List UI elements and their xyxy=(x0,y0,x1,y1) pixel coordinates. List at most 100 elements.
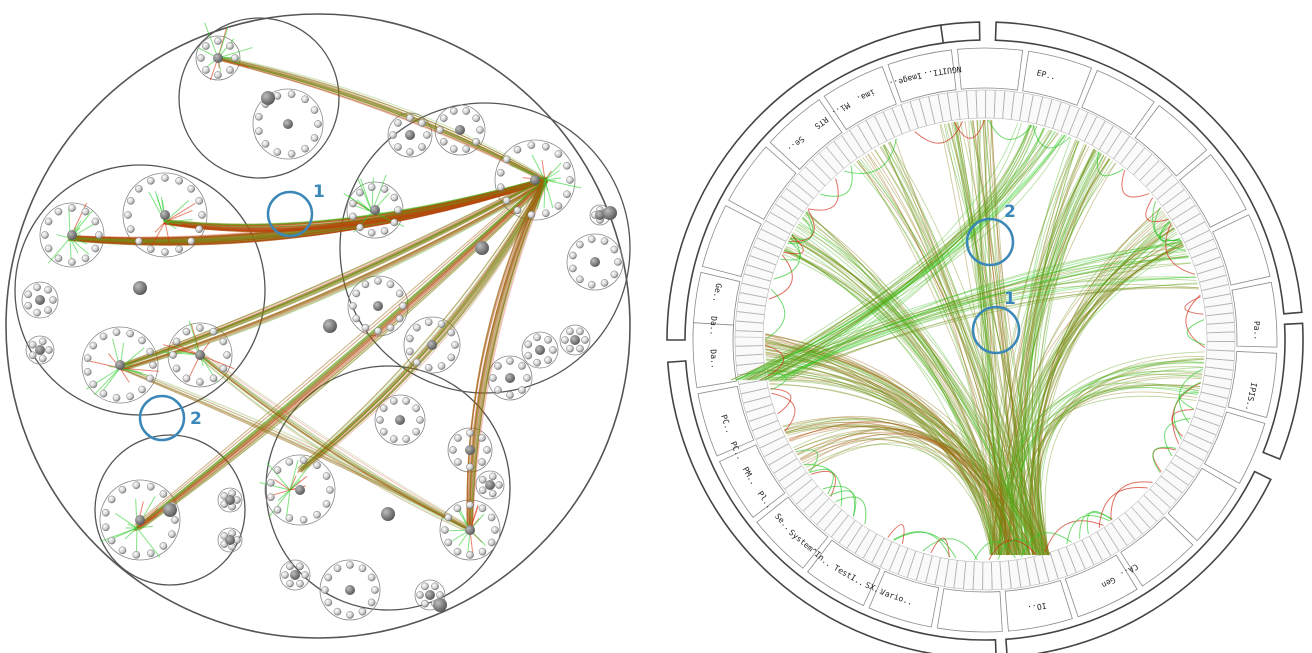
edge xyxy=(119,180,546,370)
leaf-cell xyxy=(745,404,776,422)
radial-edge xyxy=(1037,357,1205,556)
local-edge xyxy=(69,237,72,260)
edge xyxy=(134,180,544,530)
leaf-node xyxy=(472,137,480,146)
radial-edge xyxy=(887,142,1040,556)
sub-cluster-12 xyxy=(494,139,576,221)
radial-edge xyxy=(1039,361,1204,556)
loop-edge xyxy=(764,288,786,340)
edge xyxy=(218,58,547,182)
leaf-node xyxy=(542,142,550,151)
radial-edge xyxy=(1028,246,1185,556)
edge xyxy=(135,176,545,526)
radial-edge xyxy=(764,333,1026,556)
loop-edge xyxy=(1152,200,1186,251)
leaf-cell xyxy=(741,273,772,290)
loop-edge xyxy=(809,468,834,495)
leaf-node xyxy=(135,237,143,245)
radial-edge xyxy=(765,348,1000,556)
sub-cluster-3 xyxy=(39,202,105,268)
leaf-node xyxy=(544,336,552,344)
edge xyxy=(118,176,544,366)
radial-edge xyxy=(959,121,1033,556)
radial-edge xyxy=(1037,227,1175,556)
radial-edge xyxy=(1036,391,1198,556)
hub-node xyxy=(115,360,125,370)
edge xyxy=(466,182,543,533)
loop-edge xyxy=(1044,520,1104,552)
edge xyxy=(469,179,546,530)
leaf-node xyxy=(175,177,183,185)
radial-edge xyxy=(1009,221,1172,556)
edge xyxy=(163,180,544,231)
leaf-node xyxy=(390,218,399,227)
leaf-node xyxy=(506,391,514,399)
radial-edge xyxy=(801,433,1013,556)
leaf-node xyxy=(299,456,308,465)
edge xyxy=(218,59,546,183)
label-band xyxy=(756,496,829,569)
radial-edge xyxy=(1000,140,1078,556)
radial-edge xyxy=(977,120,1003,556)
leaf-node xyxy=(576,275,584,284)
loop-edge xyxy=(808,178,839,211)
edge xyxy=(164,180,545,230)
leaf-node xyxy=(147,177,155,185)
leaf-cell xyxy=(831,514,856,544)
edge xyxy=(164,177,545,225)
radial-edge xyxy=(783,250,1008,556)
leaf-node xyxy=(566,327,574,336)
radial-edge xyxy=(1006,377,1202,556)
leaf-cell xyxy=(746,255,777,274)
cluster-node xyxy=(381,507,395,521)
edge xyxy=(134,182,544,532)
circle-packing-bundle-view: 1 2 xyxy=(5,13,631,639)
radial-edge xyxy=(785,246,1021,556)
edge xyxy=(471,178,548,529)
leaf-node xyxy=(466,551,474,559)
edge xyxy=(218,57,546,181)
edge xyxy=(468,180,545,531)
radial-edge xyxy=(797,438,997,556)
radial-edge xyxy=(789,125,1037,381)
radial-edge xyxy=(1021,160,1113,556)
edge xyxy=(219,57,548,181)
leaf-node xyxy=(28,340,37,349)
hub-node xyxy=(373,301,383,311)
leaf-node xyxy=(182,327,191,336)
edge xyxy=(165,181,546,233)
radial-edge xyxy=(953,122,1034,556)
leaf-node xyxy=(587,280,596,289)
edge xyxy=(163,180,545,230)
edge xyxy=(200,355,472,532)
leaf-node xyxy=(101,508,110,517)
radial-edge xyxy=(957,121,1007,556)
radial-edge xyxy=(735,253,1188,381)
leaf-cell xyxy=(823,509,849,538)
leaf-cell xyxy=(773,458,803,482)
radial-edge xyxy=(1037,225,1174,556)
edge xyxy=(70,179,547,242)
loop-edge xyxy=(1021,532,1072,558)
leaf-node xyxy=(209,374,218,383)
leaf-node xyxy=(202,42,210,50)
group-arc-3 xyxy=(1262,322,1304,461)
loop-edge xyxy=(893,531,957,559)
leaf-node xyxy=(149,361,157,369)
edge xyxy=(466,182,543,533)
radial-edge xyxy=(764,333,1000,556)
leaf-cell xyxy=(833,135,858,164)
sub-cluster-4 xyxy=(122,172,208,258)
leaf-node xyxy=(132,551,141,559)
edge xyxy=(121,177,548,367)
leaf-node xyxy=(41,231,49,239)
leaf-node xyxy=(81,254,90,263)
leaf-cell xyxy=(976,89,986,119)
radial-edge xyxy=(747,130,1053,381)
edge xyxy=(134,182,543,531)
edge xyxy=(122,176,548,366)
leaf-cell xyxy=(737,370,767,385)
edge xyxy=(219,58,547,182)
radial-edge xyxy=(802,437,1002,556)
leaf-node xyxy=(356,188,364,197)
